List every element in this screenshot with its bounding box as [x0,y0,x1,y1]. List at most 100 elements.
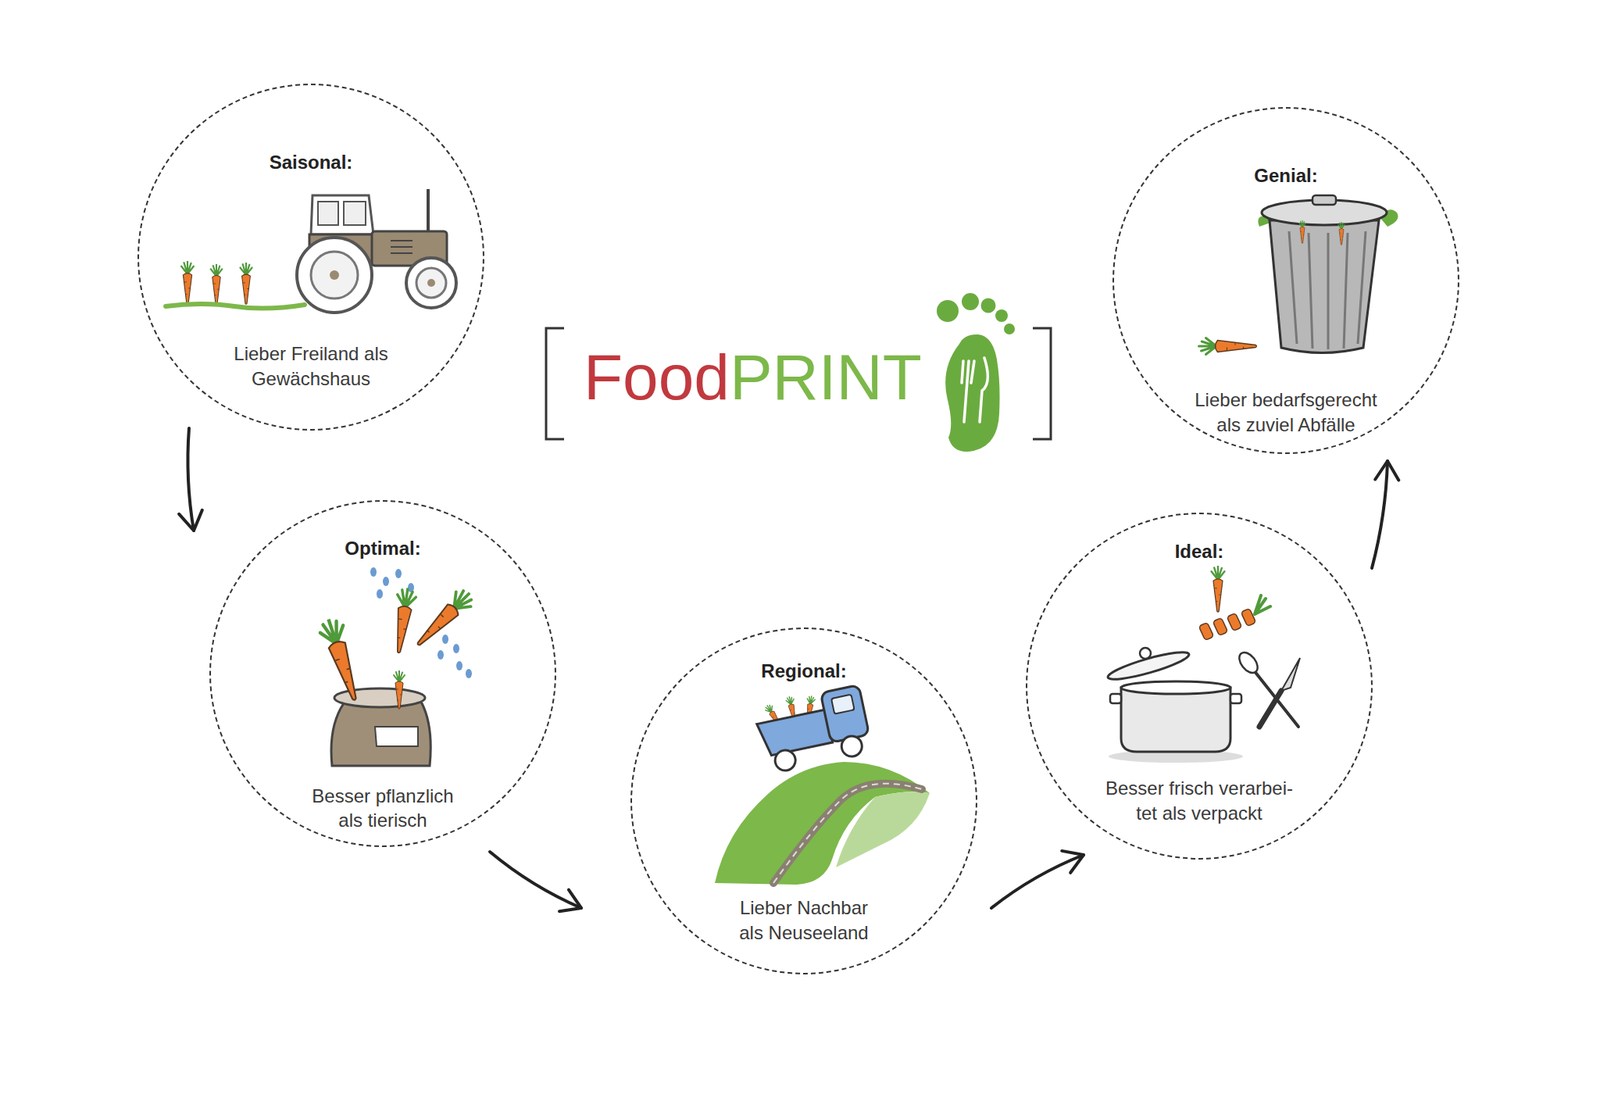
logo-bracket-part [546,328,565,440]
circle-text: Lieber Freiland als Gewächshaus [208,341,414,391]
trash-can-part [1299,220,1306,244]
rain-drops-part [465,668,472,679]
cooking-pot-part [1106,646,1192,684]
arrow-line [187,428,194,531]
tractor-part [426,189,430,232]
field-carrots [165,260,305,309]
rain-drops-part [376,589,383,599]
footprint-logo-part [961,292,979,311]
logo-wordmark: FoodPRINT [583,345,922,410]
ideal-carrot-part [1198,621,1214,640]
tractor-part [406,257,457,308]
dashed-circle: Regional: Lieber Nachbar als Neuseeland [630,627,978,975]
logo-word: Food [583,345,730,410]
trash-can [1257,195,1398,354]
arrow-line [489,851,582,908]
wasted-carrot-part [1199,338,1258,355]
ideal-carrot-part [1254,595,1271,615]
logo-bracket-part [1032,328,1051,440]
tractor-part [310,251,358,299]
rain-drops-part [437,650,444,660]
truck-part [839,734,865,759]
circle-text: Lieber bedarfsgerecht als zuviel Abfälle [1185,387,1386,437]
field-carrots-part [165,303,305,309]
flow-arrow [991,850,1084,908]
hill-part [714,761,930,885]
footprint-logo-part [961,357,988,422]
circle-heading: Ideal: [1175,540,1225,564]
ideal-carrot-part [1240,607,1256,626]
optimal-carrots-part [317,615,367,704]
cooking-pot-part [1121,687,1231,752]
trash-can-part [1338,221,1345,246]
ideal-carrot-part [1211,565,1225,612]
dashed-circle: Genial: Lieber bedarfsgerecht als zuviel … [1112,107,1460,454]
arrow-head [178,510,203,531]
dashed-circle: Optimal:Besser pflanzlich als tierisch [209,500,557,847]
rain-drops-part [442,634,449,644]
trash-can-part [1289,231,1366,350]
tractor-part [329,270,340,280]
wasted-carrot [1199,338,1258,355]
truck-part [757,709,833,758]
circle-text: Besser frisch verarbei- tet als verpackt [1097,775,1301,825]
footprint-logo [936,292,1015,452]
tractor [296,189,457,313]
trash-can-part [1269,220,1379,354]
circle-heading: Saisonal: [269,151,354,175]
optimal-carrots-part [389,586,418,654]
circle-text: Lieber Nachbar als Neuseeland [728,895,879,945]
rain-drops-part [453,643,460,654]
cooking-pot-part [1121,681,1231,694]
tractor-part [317,201,339,225]
truck-part [831,694,855,715]
truck-part [820,684,869,743]
optimal-carrots-part [393,670,405,709]
ideal-carrot-part [1212,617,1228,636]
knife-and-spoon-part [1259,690,1282,727]
hill [714,761,930,885]
tractor-part [310,195,374,235]
ideal-carrot [1198,565,1271,641]
flow-arrow [1371,460,1399,568]
circle-heading: Genial: [1253,164,1318,188]
truck-part [773,748,798,773]
cooking-pot-part [1110,693,1122,704]
knife-and-spoon-part [1235,649,1262,677]
flow-arrow [178,428,203,531]
tractor-part [416,267,447,298]
cooking-pot-part [1139,647,1151,659]
hill-part [835,791,930,868]
circle-heading: Optimal: [344,537,421,561]
cooking-pot-part [1230,693,1242,704]
arrow-head [559,889,582,912]
logo-word: PRINT [729,345,922,410]
arrow-line [991,854,1084,908]
tractor-part [427,278,436,287]
optimal-carrots [317,585,478,709]
circle-heading: Regional: [760,660,847,683]
rain-drops-part [382,576,390,586]
field-carrots-part [210,264,223,304]
trash-can-part [1312,195,1336,205]
tractor-part [390,240,413,254]
rain-drops [370,567,472,679]
arrow-head [1375,460,1399,480]
knife-and-spoon-part [1281,657,1300,691]
footprint-logo-part [981,298,997,314]
tractor-part [296,237,372,313]
tractor-part [343,201,366,225]
seed-sack-part [375,726,418,747]
rain-drops-part [395,568,402,579]
field-carrots-part [239,262,252,304]
dashed-circle: Saisonal: Lieber Freiland als Gewächshaus [137,83,485,431]
cooking-pot [1106,646,1243,763]
hill-part [773,783,922,883]
hill-part [773,783,922,883]
seed-sack-part [334,688,425,708]
dashed-circle: Ideal: Besser frisch verarbei- tet als ve… [1025,512,1373,860]
optimal-carrots-part [410,585,478,652]
knife-and-spoon-part [1253,670,1299,727]
arrow-line [1371,460,1388,568]
